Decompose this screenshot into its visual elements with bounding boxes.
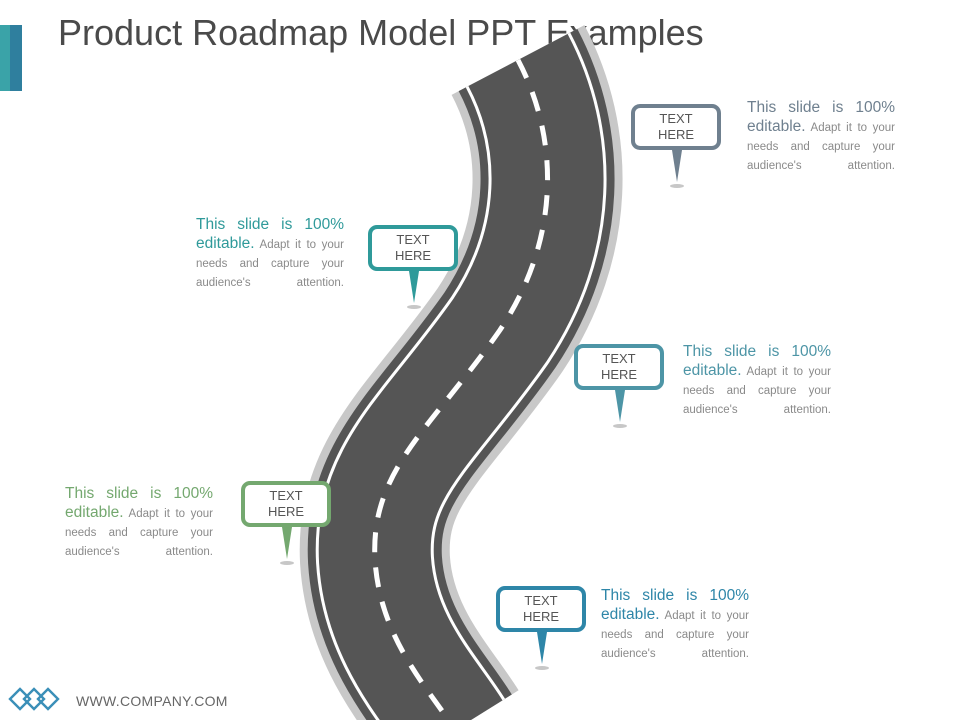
milestone-desc-5: This slide is 100% editable. Adapt it to…	[601, 586, 749, 662]
milestone-pin-5-label: TEXT HERE	[522, 593, 560, 624]
milestone-pin-2-label: TEXT HERE	[394, 232, 432, 263]
accent-bar	[0, 25, 22, 91]
milestone-pin-2[interactable]: TEXT HERE	[368, 225, 458, 271]
milestone-pin-4-stem	[282, 527, 292, 559]
milestone-pin-1-label: TEXT HERE	[657, 111, 695, 142]
milestone-pin-3-label: TEXT HERE	[600, 351, 638, 382]
company-logo-icon	[8, 687, 60, 711]
milestone-desc-2: This slide is 100% editable. Adapt it to…	[196, 215, 344, 291]
milestone-pin-4[interactable]: TEXT HERE	[241, 481, 331, 527]
milestone-pin-1-shadow	[670, 184, 684, 188]
milestone-desc-1-heading: This slide is 100% editable. Adapt it to…	[747, 99, 895, 172]
milestone-pin-3-shadow	[613, 424, 627, 428]
milestone-pin-3-stem	[615, 390, 625, 422]
milestone-pin-4-shadow	[280, 561, 294, 565]
milestone-pin-1-stem	[672, 150, 682, 182]
milestone-pin-2-shadow	[407, 305, 421, 309]
milestone-pin-1[interactable]: TEXT HERE	[631, 104, 721, 150]
milestone-desc-4: This slide is 100% editable. Adapt it to…	[65, 484, 213, 560]
milestone-desc-3: This slide is 100% editable. Adapt it to…	[683, 342, 831, 418]
milestone-desc-2-heading: This slide is 100% editable. Adapt it to…	[196, 216, 344, 289]
milestone-pin-2-stem	[409, 271, 419, 303]
milestone-desc-5-heading: This slide is 100% editable. Adapt it to…	[601, 587, 749, 660]
milestone-pin-5-stem	[537, 632, 547, 664]
milestone-pin-4-label: TEXT HERE	[267, 488, 305, 519]
milestone-desc-4-heading: This slide is 100% editable. Adapt it to…	[65, 485, 213, 558]
milestone-pin-3[interactable]: TEXT HERE	[574, 344, 664, 390]
accent-bar-dark	[10, 25, 22, 91]
accent-bar-light	[0, 25, 10, 91]
milestone-desc-1: This slide is 100% editable. Adapt it to…	[747, 98, 895, 174]
milestone-desc-3-heading: This slide is 100% editable. Adapt it to…	[683, 343, 831, 416]
slide-title: Product Roadmap Model PPT Examples	[58, 12, 704, 53]
milestone-pin-5[interactable]: TEXT HERE	[496, 586, 586, 632]
road-center-dashes	[372, 58, 551, 720]
milestone-pin-5-shadow	[535, 666, 549, 670]
footer-company-url[interactable]: WWW.COMPANY.COM	[76, 693, 228, 709]
